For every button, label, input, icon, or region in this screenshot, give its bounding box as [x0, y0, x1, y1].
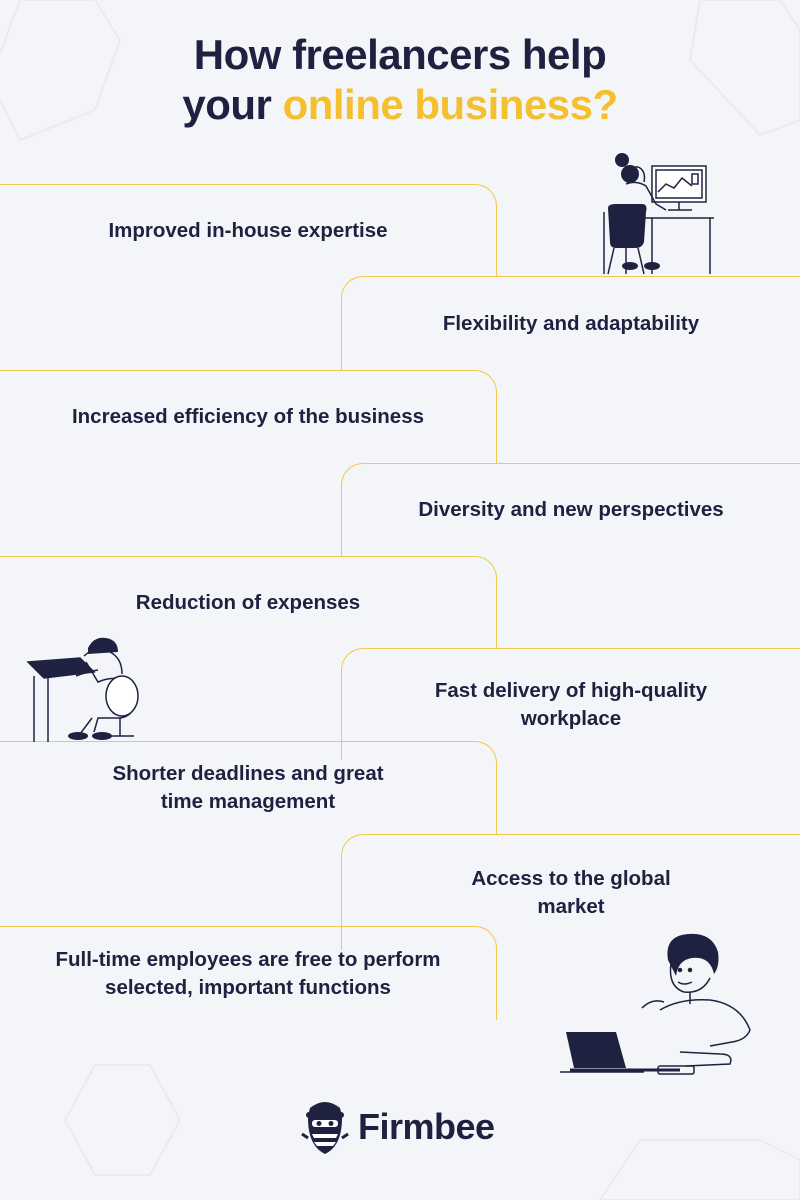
benefit-step-2: Flexibility and adaptability	[341, 276, 800, 370]
benefit-step-5: Reduction of expenses	[0, 556, 497, 648]
title-line-1: How freelancers help	[193, 31, 607, 78]
title-accent: online business?	[282, 81, 619, 128]
firmbee-bee-icon	[301, 1102, 349, 1154]
benefit-step-4: Diversity and new perspectives	[341, 463, 800, 556]
firmbee-logo: Firmbee	[300, 1098, 495, 1156]
man-with-laptop-illustration	[560, 933, 751, 1075]
benefit-step-1: Improved in-house expertise	[0, 184, 497, 276]
title-prefix: your	[182, 81, 283, 128]
person-at-drafting-table-illustration	[26, 637, 139, 742]
benefit-text: Fast delivery of high-quality workplace	[434, 678, 708, 730]
benefit-text: Increased efficiency of the business	[71, 405, 425, 428]
woman-at-computer-illustration	[603, 153, 714, 275]
benefit-text: Reduction of expenses	[135, 590, 361, 614]
benefit-text: Improved in-house expertise	[108, 218, 388, 242]
benefit-step-7: Shorter deadlines and great time managem…	[0, 741, 497, 834]
benefit-text: Flexibility and adaptability	[442, 311, 700, 335]
page-title: How freelancers help your online busines…	[0, 30, 800, 130]
benefit-step-9: Full-time employees are free to perform …	[0, 926, 497, 1020]
benefit-step-8: Access to the global market	[341, 834, 800, 950]
benefit-text: Access to the global market	[471, 866, 671, 918]
benefit-text: Full-time employees are free to perform …	[55, 947, 441, 999]
benefit-step-6: Fast delivery of high-quality workplace	[341, 648, 800, 760]
benefit-text: Diversity and new perspectives	[418, 498, 724, 521]
brand-name: Firmbee	[358, 1106, 495, 1147]
title-line-2: your online business?	[0, 80, 800, 130]
benefit-text: Shorter deadlines and great time managem…	[112, 762, 384, 813]
benefit-step-3: Increased efficiency of the business	[0, 370, 497, 463]
